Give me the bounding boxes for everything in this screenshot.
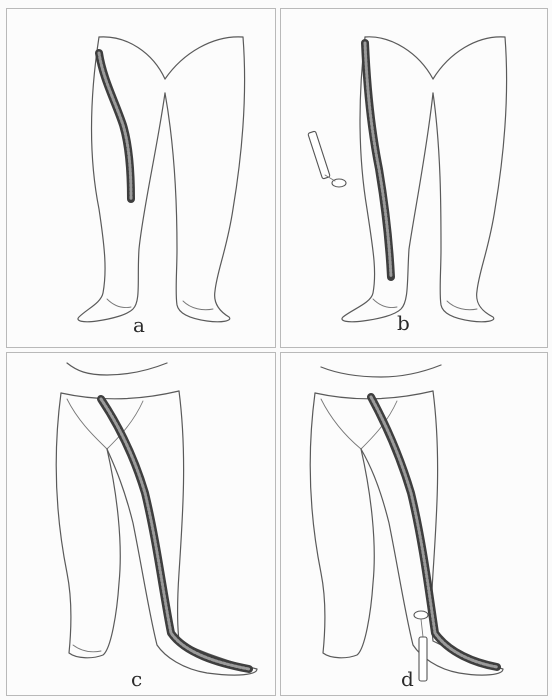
panel-label: c [131,667,142,691]
legs-oblique-illustration [281,353,549,697]
panel-label: b [397,311,410,335]
legs-front-illustration [7,9,277,349]
legs-front-illustration [281,9,549,349]
panel-b: b [280,8,548,348]
panel-c: c [6,352,276,696]
legs-oblique-illustration [7,353,277,697]
panel-label: d [401,667,414,691]
probe-instrument [308,131,346,187]
probe-instrument [414,611,428,681]
panel-a: a [6,8,276,348]
panel-d: d [280,352,548,696]
panel-label: a [133,313,145,337]
